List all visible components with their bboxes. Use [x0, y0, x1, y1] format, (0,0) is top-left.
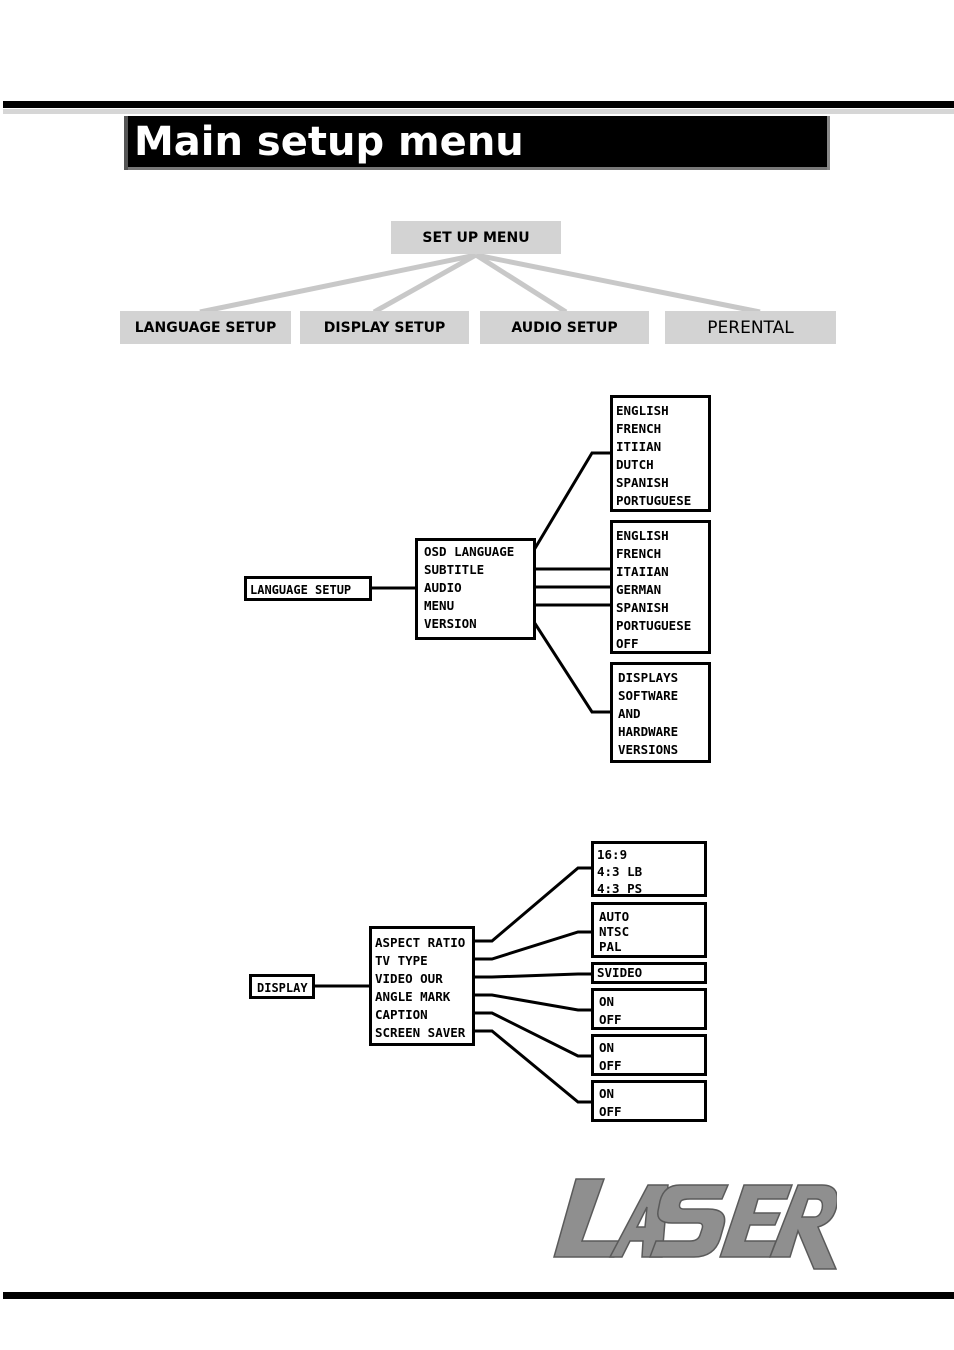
- bottom-rule: [3, 1292, 954, 1299]
- display-setup-node: DISPLAY SETUP: [300, 311, 469, 344]
- angle-mark-options-box: ON OFF: [591, 988, 707, 1030]
- version-info-line: VERSIONS: [618, 742, 679, 757]
- language-option: OFF: [616, 636, 639, 651]
- item-audio: AUDIO: [424, 580, 462, 595]
- item-tv-type: TV TYPE: [375, 953, 428, 968]
- laser-logo: [553, 1178, 837, 1270]
- video-options-box: SVIDEO: [591, 962, 707, 984]
- language-lines: [372, 451, 611, 714]
- item-menu: MENU: [424, 598, 455, 613]
- tv-type-option: NTSC: [599, 924, 630, 939]
- version-info-line: AND: [618, 706, 641, 721]
- audio-setup-label: AUDIO SETUP: [511, 319, 618, 336]
- aspect-option: 16:9: [597, 847, 628, 862]
- language-option: ITAIIAN: [616, 564, 669, 579]
- aspect-option: 4:3 PS: [597, 881, 643, 896]
- item-screen-saver: SCREEN SAVER: [375, 1025, 466, 1040]
- item-caption: CAPTION: [375, 1007, 428, 1022]
- top-rule-shadow: [3, 109, 954, 114]
- language-items-box: OSD LANGUAGE SUBTITLE AUDIO MENU VERSION: [415, 538, 536, 640]
- page-title: Main setup menu: [134, 119, 524, 165]
- tv-type-option: AUTO: [599, 909, 630, 924]
- screen-saver-options-box: ON OFF: [591, 1080, 707, 1122]
- version-info-line: HARDWARE: [618, 724, 679, 739]
- osd-option: SPANISH: [616, 475, 669, 490]
- top-rule: [3, 101, 954, 108]
- language-option: FRENCH: [616, 546, 662, 561]
- item-subtitle: SUBTITLE: [424, 562, 485, 577]
- screen-saver-option: ON: [599, 1086, 615, 1101]
- aspect-options-box: 16:9 4:3 LB 4:3 PS: [591, 841, 707, 897]
- parental-node: PERENTAL: [665, 311, 836, 344]
- setup-menu-node: SET UP MENU: [391, 221, 561, 254]
- setup-menu-label: SET UP MENU: [422, 229, 530, 246]
- aspect-option: 4:3 LB: [597, 864, 643, 879]
- item-aspect-ratio: ASPECT RATIO: [375, 935, 466, 950]
- screen-saver-option: OFF: [599, 1104, 622, 1119]
- tv-type-option: PAL: [599, 939, 622, 954]
- caption-option: ON: [599, 1040, 615, 1055]
- language-options-box: ENGLISH FRENCH ITAIIAN GERMAN SPANISH PO…: [610, 520, 711, 654]
- language-setup-label: LANGUAGE SETUP: [134, 319, 277, 336]
- osd-option: FRENCH: [616, 421, 662, 436]
- item-angle-mark: ANGLE MARK: [375, 989, 451, 1004]
- language-setup-box: LANGUAGE SETUP: [244, 576, 372, 601]
- angle-mark-option: ON: [599, 994, 615, 1009]
- language-option: SPANISH: [616, 600, 669, 615]
- item-video-our: VIDEO OUR: [375, 971, 443, 986]
- top-tree-lines: [199, 252, 761, 315]
- version-info-line: SOFTWARE: [618, 688, 679, 703]
- language-option: GERMAN: [616, 582, 662, 597]
- osd-option: PORTUGUESE: [616, 493, 692, 508]
- osd-option: ITIIAN: [616, 439, 662, 454]
- osd-option: DUTCH: [616, 457, 654, 472]
- display-box: DISPLAY: [249, 974, 315, 999]
- display-setup-label: DISPLAY SETUP: [323, 319, 446, 336]
- osd-option: ENGLISH: [616, 403, 669, 418]
- caption-option: OFF: [599, 1058, 622, 1073]
- display-lines: [314, 866, 593, 1104]
- language-setup-node: LANGUAGE SETUP: [120, 311, 291, 344]
- version-info-line: DISPLAYS: [618, 670, 679, 685]
- display-title: DISPLAY: [257, 981, 308, 995]
- language-option: ENGLISH: [616, 528, 669, 543]
- language-setup-title: LANGUAGE SETUP: [250, 583, 352, 597]
- version-info-box: DISPLAYS SOFTWARE AND HARDWARE VERSIONS: [610, 662, 711, 763]
- language-option: PORTUGUESE: [616, 618, 692, 633]
- angle-mark-option: OFF: [599, 1012, 622, 1027]
- osd-options-box: ENGLISH FRENCH ITIIAN DUTCH SPANISH PORT…: [610, 395, 711, 512]
- item-osd-language: OSD LANGUAGE: [424, 544, 515, 559]
- audio-setup-node: AUDIO SETUP: [480, 311, 649, 344]
- display-items-box: ASPECT RATIO TV TYPE VIDEO OUR ANGLE MAR…: [369, 926, 475, 1046]
- caption-options-box: ON OFF: [591, 1034, 707, 1076]
- parental-label: PERENTAL: [707, 317, 794, 338]
- video-option: SVIDEO: [597, 965, 643, 980]
- tv-type-options-box: AUTO NTSC PAL: [591, 902, 707, 958]
- title-banner: Main setup menu: [124, 116, 830, 170]
- item-version: VERSION: [424, 616, 477, 631]
